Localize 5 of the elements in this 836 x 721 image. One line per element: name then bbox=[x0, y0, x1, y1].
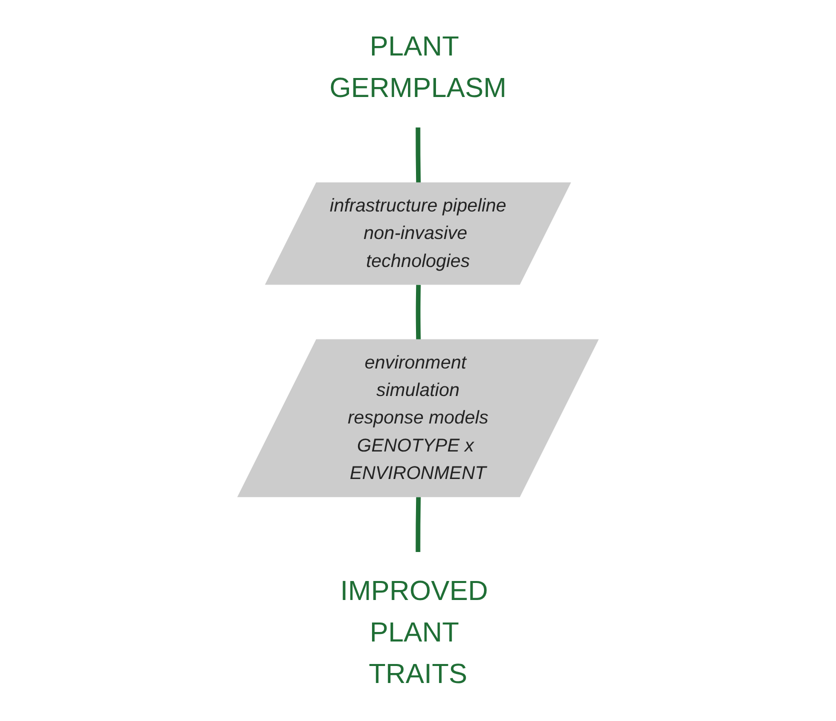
node-text: IMPROVED PLANT TRAITS bbox=[340, 576, 488, 690]
connector bbox=[416, 284, 421, 340]
connector bbox=[416, 497, 421, 552]
node-text: PLANT GERMPLASM bbox=[330, 31, 506, 104]
connector bbox=[416, 127, 421, 184]
